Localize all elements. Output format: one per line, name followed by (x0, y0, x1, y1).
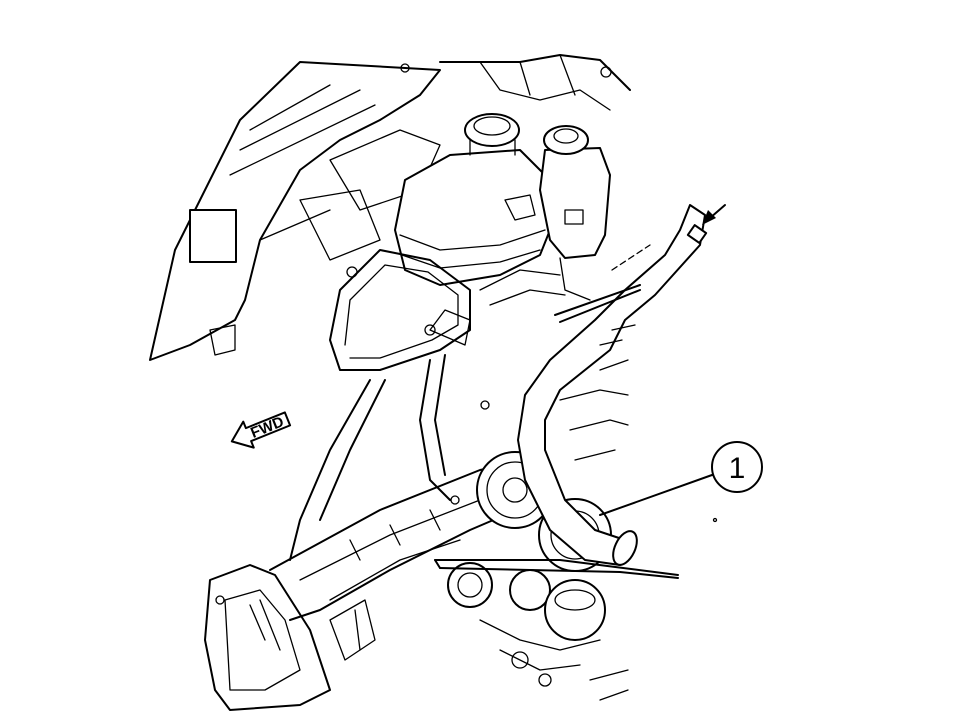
fasteners (346, 266, 718, 523)
power-steering-reservoir (539, 125, 611, 301)
forward-label: FWD (248, 413, 286, 442)
callout-1: 1 (599, 441, 763, 516)
front-bracket (204, 564, 376, 711)
coolant-reservoir (394, 113, 551, 286)
callout-1-number: 1 (729, 452, 746, 485)
forward-arrow: FWD (230, 411, 292, 449)
cowl-structure (299, 54, 631, 261)
label-plate (189, 209, 237, 263)
hose-connection-arrow (611, 204, 726, 271)
clamp-leaders (434, 284, 679, 579)
radiator-hose (517, 204, 708, 566)
fender-panel (149, 61, 441, 361)
tubing (289, 249, 566, 561)
